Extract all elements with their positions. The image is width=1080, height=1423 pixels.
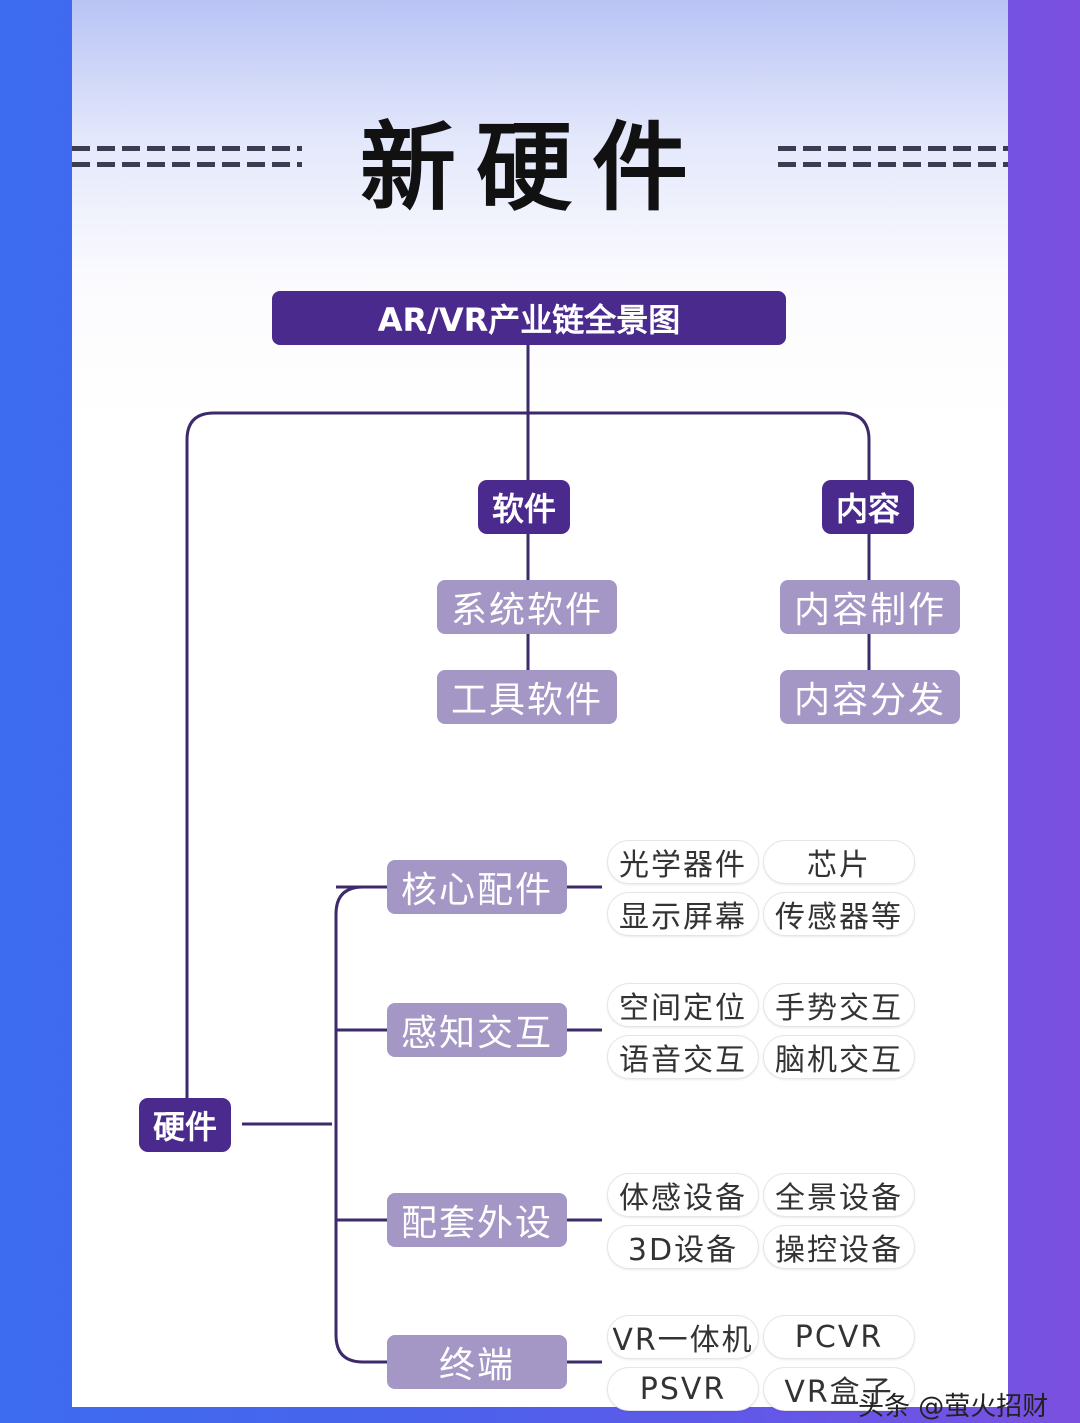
software-item: 工具软件 (437, 670, 617, 724)
hardware-leaf: 手势交互 (763, 983, 915, 1027)
hardware-group: 核心配件 (387, 860, 567, 914)
hardware-leaf: 语音交互 (607, 1035, 759, 1079)
software-item: 系统软件 (437, 580, 617, 634)
hardware-leaf: PSVR (607, 1367, 759, 1411)
hardware-leaf: 体感设备 (607, 1173, 759, 1217)
hardware-leaf: PCVR (763, 1315, 915, 1359)
hardware-group: 终端 (387, 1335, 567, 1389)
content-item: 内容制作 (780, 580, 960, 634)
divider-left (72, 146, 302, 151)
hardware-leaf: VR盒子 (763, 1367, 915, 1411)
hardware-leaf: 3D设备 (607, 1225, 759, 1269)
hardware-leaf: VR一体机 (607, 1315, 759, 1359)
hardware-leaf: 光学器件 (607, 840, 759, 884)
divider-right (778, 162, 1008, 167)
hardware-group: 感知交互 (387, 1003, 567, 1057)
divider-right (778, 146, 1008, 151)
watermark: 头条 @萤火招财 (858, 1392, 1049, 1422)
hardware-leaf: 操控设备 (763, 1225, 915, 1269)
hardware-leaf: 传感器等 (763, 892, 915, 936)
hardware-leaf: 显示屏幕 (607, 892, 759, 936)
page-title: 新硬件 (360, 111, 708, 224)
hardware-leaf: 空间定位 (607, 983, 759, 1027)
hardware-group: 配套外设 (387, 1193, 567, 1247)
content-node: 内容 (822, 480, 914, 534)
hardware-leaf: 脑机交互 (763, 1035, 915, 1079)
hardware-leaf: 全景设备 (763, 1173, 915, 1217)
divider-left (72, 162, 302, 167)
root-node: AR/VR产业链全景图 (272, 291, 786, 345)
content-item: 内容分发 (780, 670, 960, 724)
software-node: 软件 (478, 480, 570, 534)
hardware-node: 硬件 (139, 1098, 231, 1152)
hardware-leaf: 芯片 (763, 840, 915, 884)
